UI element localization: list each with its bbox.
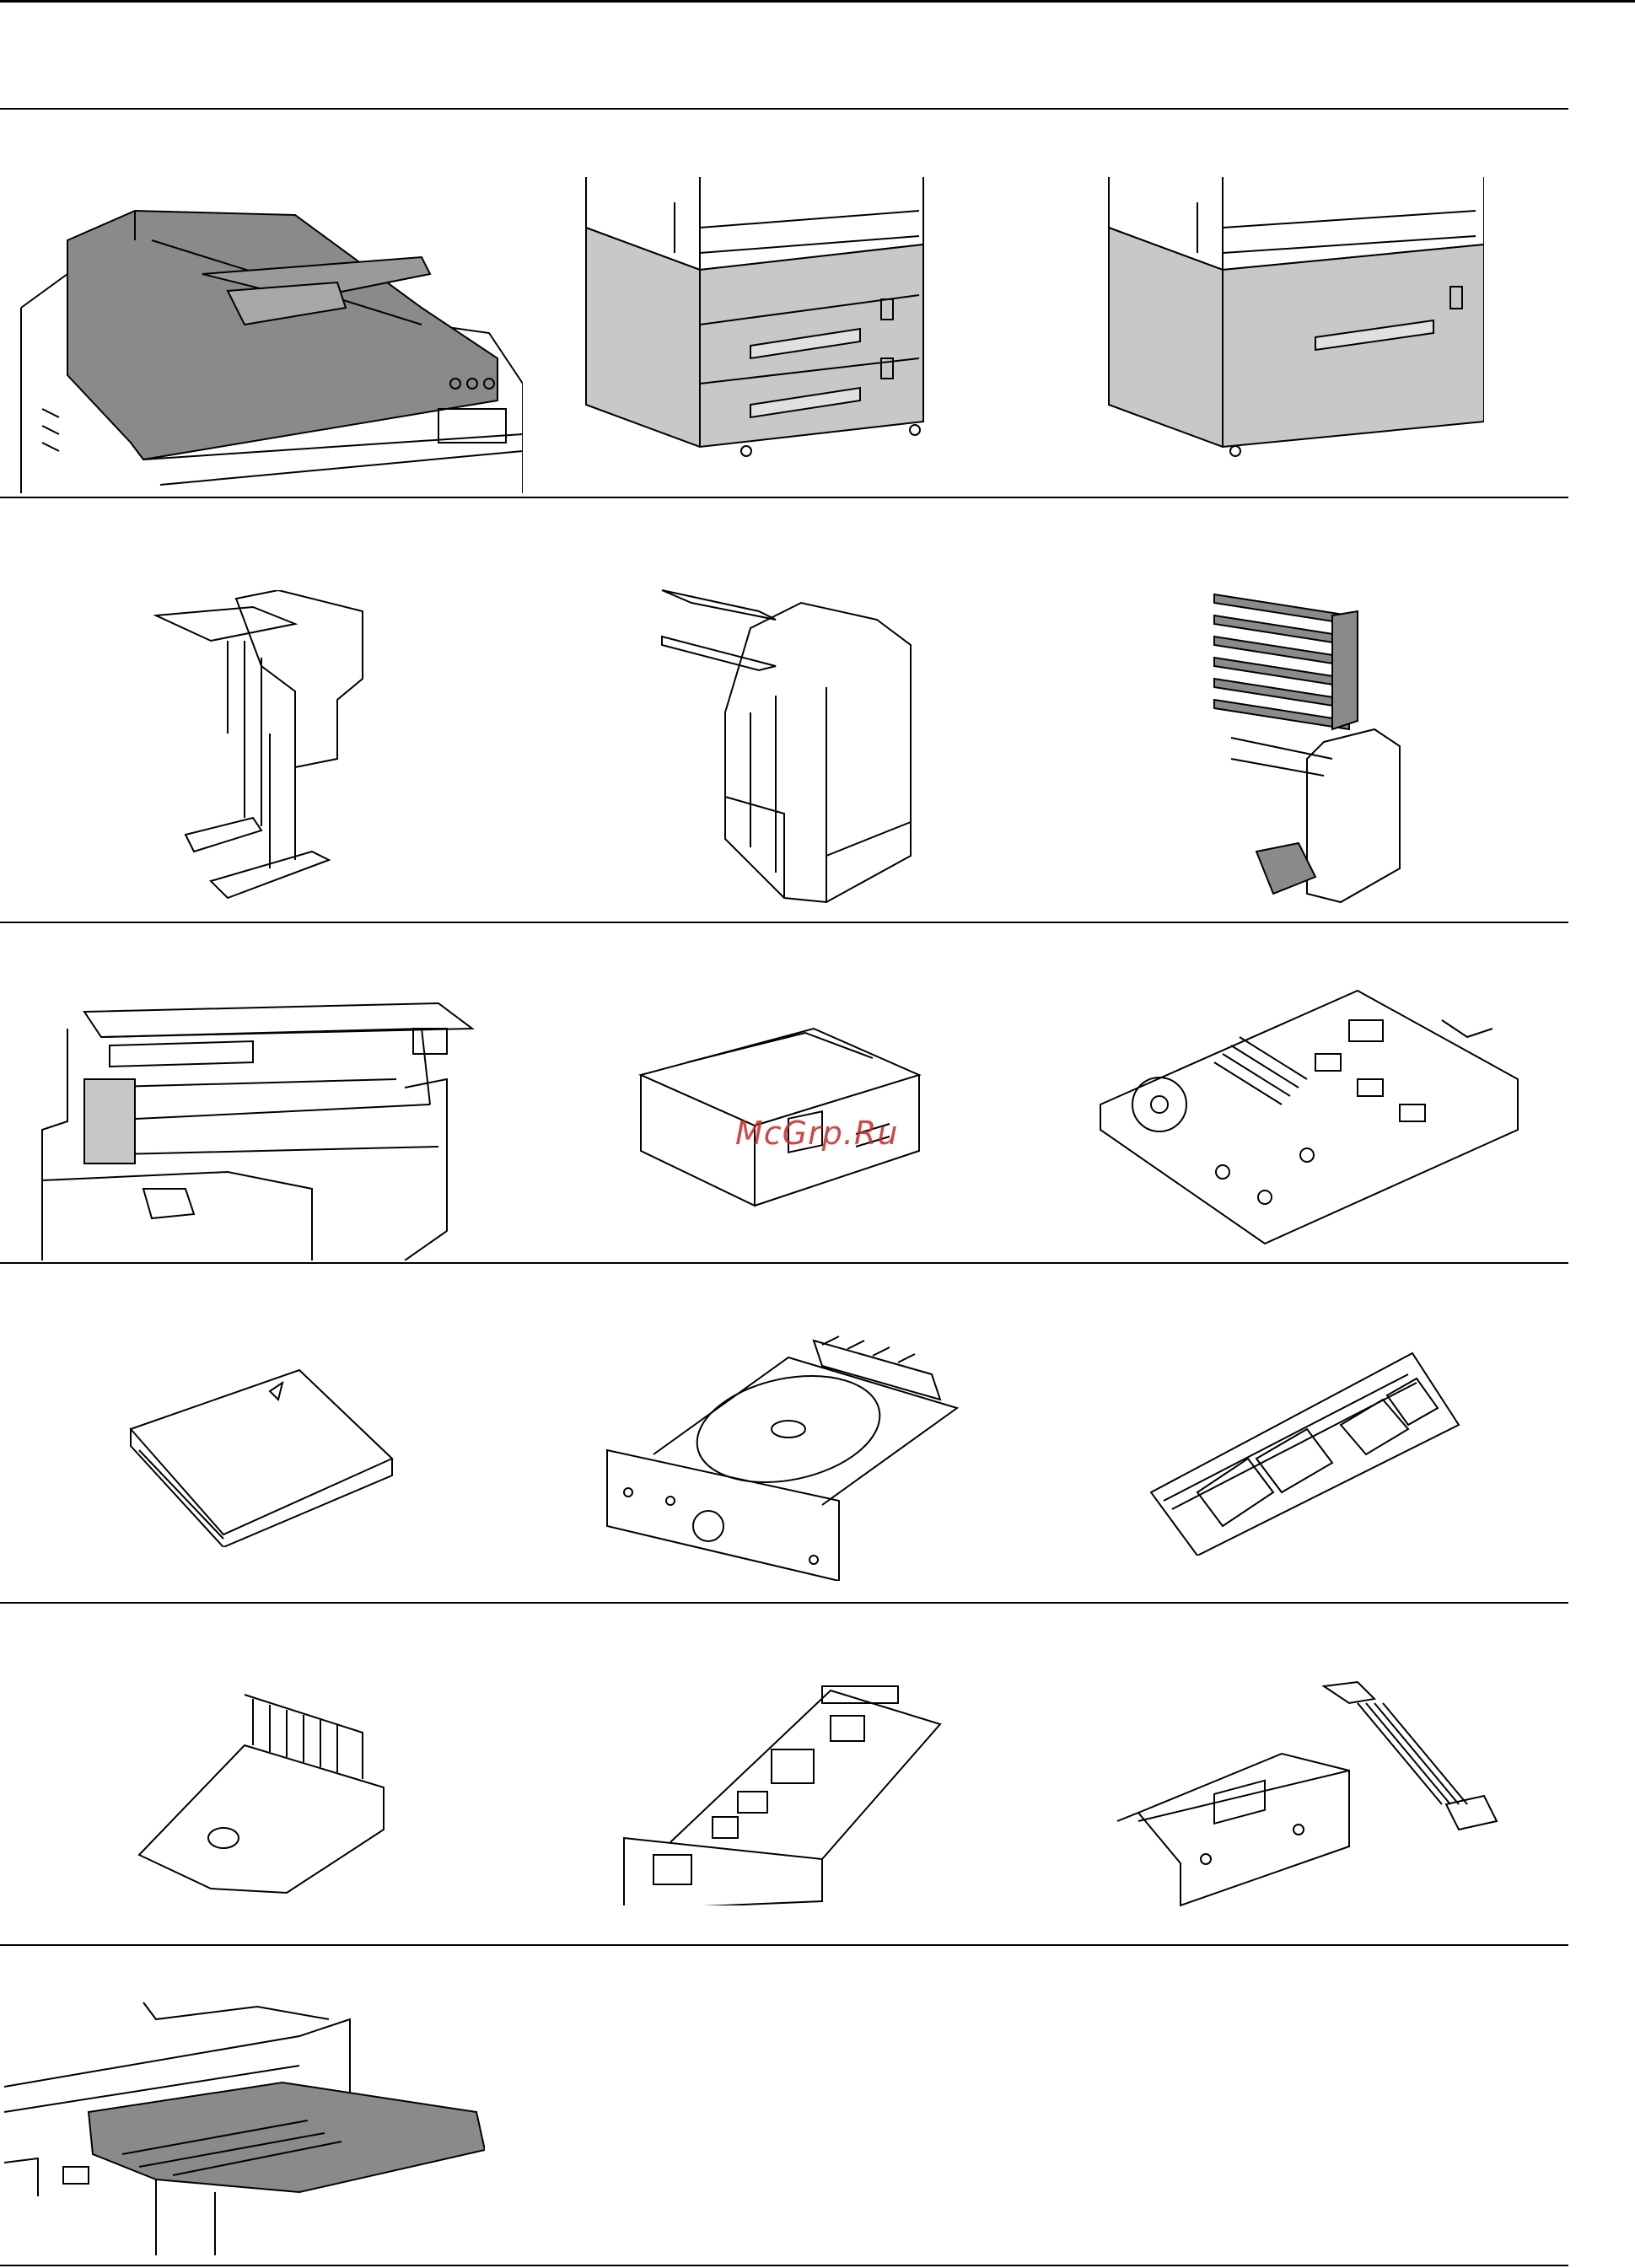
header-rule [0, 108, 1568, 110]
mailbox-finisher-illustration [1206, 590, 1408, 906]
document-processor-illustration [17, 207, 523, 493]
row-rule-4 [0, 1602, 1568, 1604]
data-security-kit-illustration [135, 1686, 388, 1897]
fax-kit-board-illustration [1096, 986, 1522, 1248]
watermark-text: McGrp.Ru [735, 1115, 898, 1152]
row-rule-1 [0, 497, 1568, 498]
top-rule [0, 0, 1635, 3]
3000-sheet-finisher-illustration [658, 586, 919, 906]
memory-dimm-illustration [1147, 1349, 1463, 1556]
serial-interface-kit-illustration [1113, 1678, 1501, 1914]
row-rule-3 [0, 1262, 1568, 1264]
large-capacity-feeder-illustration [1105, 177, 1484, 460]
row-rule-5 [0, 1944, 1568, 1946]
document-tray-illustration [4, 1986, 485, 2255]
hard-disk-illustration [603, 1324, 965, 1581]
document-finisher-illustration [152, 590, 371, 906]
row-rule-2 [0, 922, 1568, 923]
job-separator-illustration [34, 995, 481, 1260]
paper-feeder-3-tray-illustration [582, 177, 936, 460]
row-rule-6 [0, 2265, 1568, 2266]
compact-flash-card-illustration [126, 1366, 396, 1547]
network-interface-card-illustration [620, 1682, 944, 1905]
